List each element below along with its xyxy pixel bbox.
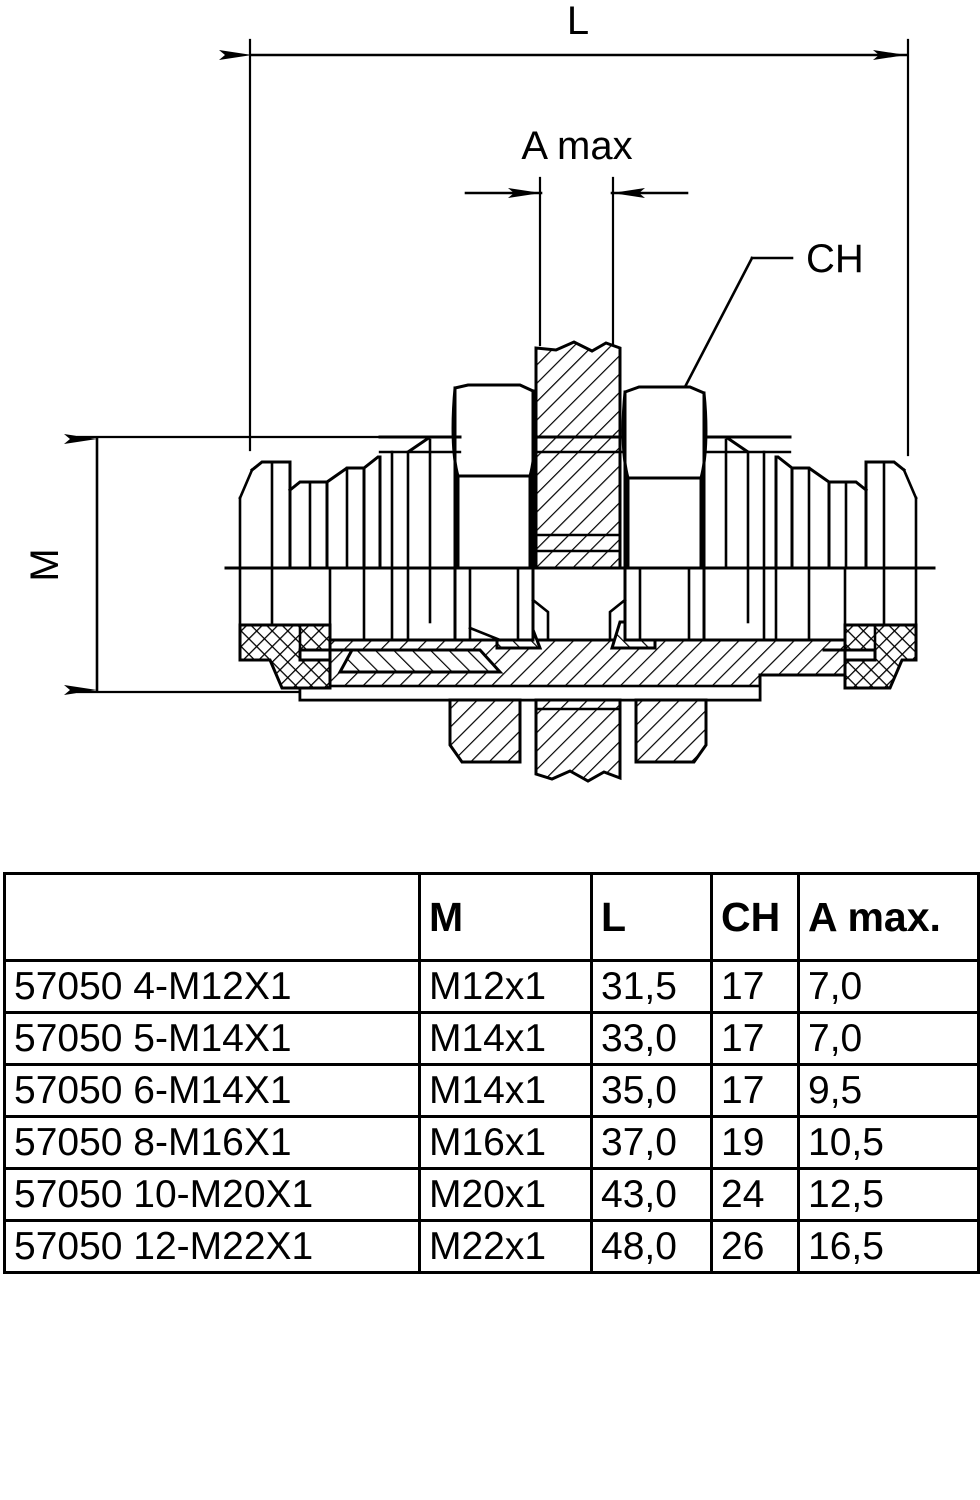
hex-nut-left-upper	[451, 383, 537, 570]
thread-label: M	[23, 548, 67, 581]
specification-table-container: M L CH A max. 57050 4-M12X1 M12x1 31,5 1…	[3, 872, 980, 1274]
cell-l: 48,0	[590, 1219, 713, 1274]
bore-channel	[298, 684, 762, 702]
dimension-length	[219, 38, 910, 457]
table-row[interactable]: 57050 4-M12X1 M12x1 31,5 17 7,0	[3, 959, 980, 1014]
cell-m: M14x1	[418, 1063, 593, 1118]
cell-ch: 26	[710, 1219, 800, 1274]
technical-drawing: L A max M	[23, 0, 936, 783]
cell-ch: 24	[710, 1167, 800, 1222]
boot-left-upper	[238, 435, 454, 570]
sleeve-right-lower	[746, 566, 918, 642]
hex-nut-right-upper	[621, 385, 708, 570]
sleeve-left-lower	[238, 566, 432, 642]
cell-ch: 17	[710, 959, 800, 1014]
table-row[interactable]: 57050 12-M22X1 M22x1 48,0 26 16,5	[3, 1219, 980, 1274]
table-header-row: M L CH A max.	[3, 872, 980, 962]
cell-code: 57050 10-M20X1	[3, 1167, 421, 1222]
cell-amax: 7,0	[797, 959, 980, 1014]
cell-l: 37,0	[590, 1115, 713, 1170]
amax-label: A max	[521, 124, 632, 168]
length-label: L	[567, 0, 589, 43]
cell-l: 43,0	[590, 1167, 713, 1222]
specification-table: M L CH A max. 57050 4-M12X1 M12x1 31,5 1…	[3, 872, 980, 1274]
cell-code: 57050 4-M12X1	[3, 959, 421, 1014]
drawing-canvas: L A max M	[23, 0, 936, 783]
cell-m: M12x1	[418, 959, 593, 1014]
lower-tube-section	[534, 698, 622, 783]
header-ch: CH	[710, 872, 800, 962]
hex-nut-left-lower	[453, 566, 535, 642]
ch-label: CH	[806, 237, 864, 281]
cell-l: 31,5	[590, 959, 713, 1014]
cell-ch: 17	[710, 1011, 800, 1066]
cell-code: 57050 5-M14X1	[3, 1011, 421, 1066]
table-head: M L CH A max.	[3, 872, 980, 962]
cell-ch: 17	[710, 1063, 800, 1118]
cell-m: M16x1	[418, 1115, 593, 1170]
protective-boot-right	[822, 623, 918, 690]
cell-l: 33,0	[590, 1011, 713, 1066]
header-amax: A max.	[797, 872, 980, 962]
cell-amax: 10,5	[797, 1115, 980, 1170]
header-l: L	[590, 872, 713, 962]
cell-code: 57050 12-M22X1	[3, 1219, 421, 1274]
cell-code: 57050 6-M14X1	[3, 1063, 421, 1118]
table-row[interactable]: 57050 5-M14X1 M14x1 33,0 17 7,0	[3, 1011, 980, 1066]
hex-bottom-section	[448, 698, 708, 764]
cone-details-lower	[531, 598, 627, 642]
cell-m: M14x1	[418, 1011, 593, 1066]
cell-amax: 12,5	[797, 1167, 980, 1222]
header-m: M	[418, 872, 593, 962]
cell-l: 35,0	[590, 1063, 713, 1118]
cell-ch: 19	[710, 1115, 800, 1170]
hex-nut-right-lower	[623, 566, 706, 642]
cell-code: 57050 8-M16X1	[3, 1115, 421, 1170]
cell-m: M22x1	[418, 1219, 593, 1274]
dimension-a-max	[464, 176, 689, 347]
table-row[interactable]: 57050 8-M16X1 M16x1 37,0 19 10,5	[3, 1115, 980, 1170]
cell-amax: 7,0	[797, 1011, 980, 1066]
table-row[interactable]: 57050 10-M20X1 M20x1 43,0 24 12,5	[3, 1167, 980, 1222]
cell-m: M20x1	[418, 1167, 593, 1222]
upper-tube-section	[534, 340, 622, 570]
header-code	[3, 872, 421, 962]
cell-amax: 9,5	[797, 1063, 980, 1118]
protective-boot-left	[238, 623, 354, 690]
boot-right-upper	[702, 435, 918, 570]
table-row[interactable]: 57050 6-M14X1 M14x1 35,0 17 9,5	[3, 1063, 980, 1118]
cell-amax: 16,5	[797, 1219, 980, 1274]
table-body: 57050 4-M12X1 M12x1 31,5 17 7,0 57050 5-…	[3, 959, 980, 1274]
